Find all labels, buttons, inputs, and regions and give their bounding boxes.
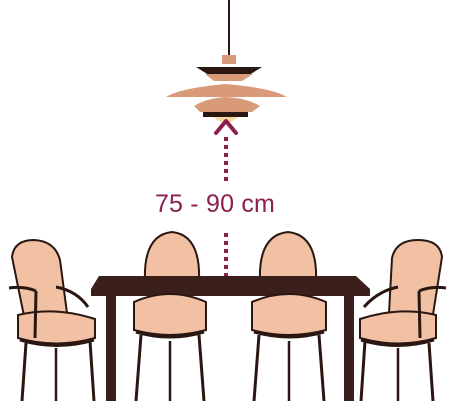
back-chair-left xyxy=(145,232,199,282)
table-top xyxy=(91,276,370,296)
lamp-middle-shade xyxy=(166,84,287,97)
lamp-lower-shade xyxy=(194,97,260,112)
table-leg-right xyxy=(344,296,354,401)
lamp-canopy xyxy=(222,55,236,64)
front-chair-center-right xyxy=(252,294,326,401)
front-chair-center-left xyxy=(134,294,206,401)
armchair-right xyxy=(360,240,446,401)
lamp-inner-band xyxy=(203,112,248,117)
table-leg-left xyxy=(106,296,116,401)
back-chair-right xyxy=(260,232,316,282)
lamp-height-label: 75 - 90 cm xyxy=(130,189,300,219)
armchair-left xyxy=(9,240,95,401)
arrow-head-icon xyxy=(216,121,236,133)
lamp-upper-band xyxy=(205,74,253,81)
dining-table xyxy=(91,276,370,401)
pendant-lamp xyxy=(166,0,287,123)
